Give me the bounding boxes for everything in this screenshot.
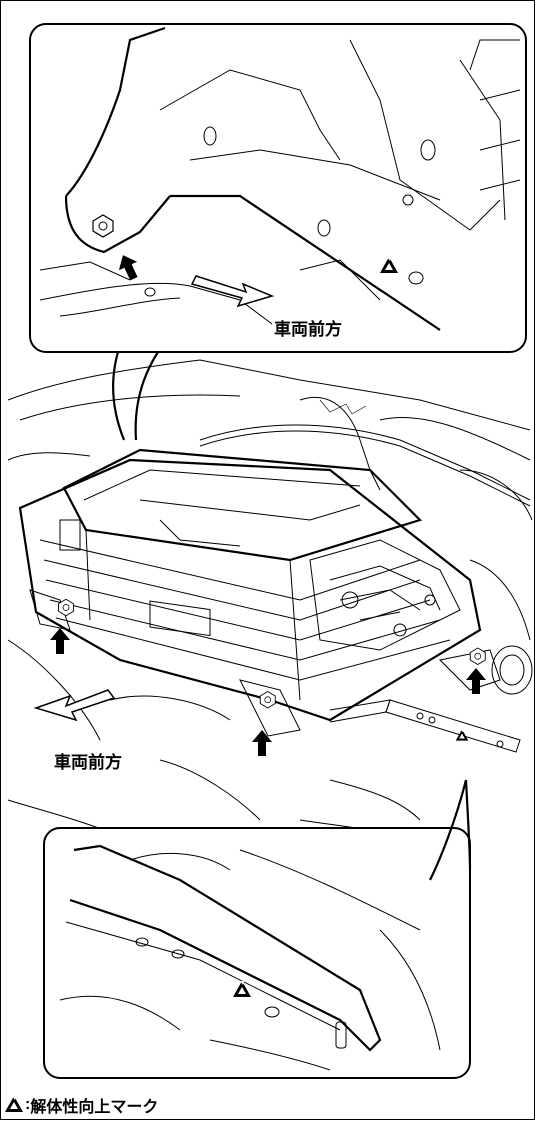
bottom-detail-callout [43,779,472,1079]
vehicle-front-label-middle: 車両前方 [52,753,124,772]
top-detail-callout [29,23,527,441]
legend: : 解体性向上マーク [4,1094,158,1116]
legend-text: 解体性向上マーク [30,1099,159,1116]
legend-separator: : [25,1096,31,1113]
recycle-triangle-icon [5,1096,23,1112]
battery-assembly [7,359,533,841]
vehicle-front-label-top: 車両前方 [272,320,344,339]
